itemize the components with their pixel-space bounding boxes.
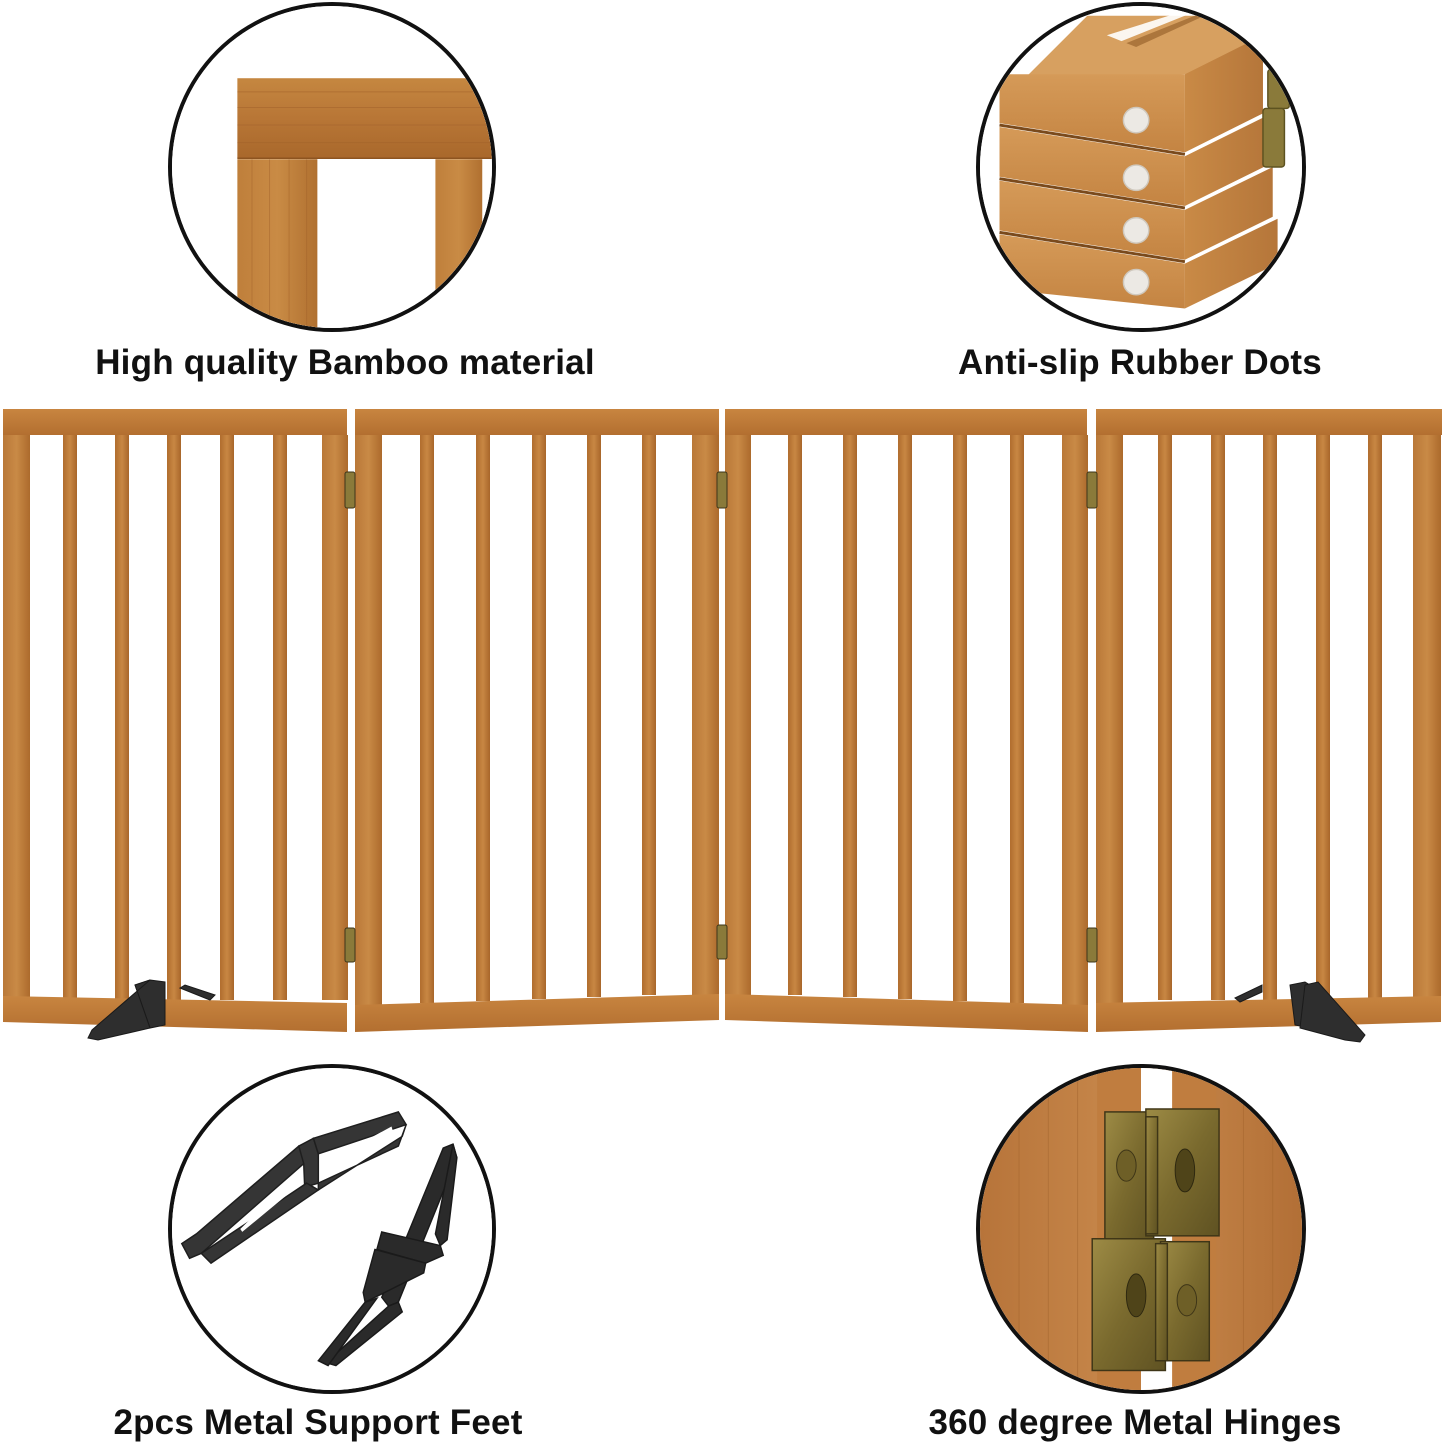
support-foot-right-icon — [1234, 981, 1366, 1043]
rubber-dot-closeup-icon — [980, 6, 1302, 328]
gate-panel-1 — [3, 409, 348, 1032]
feature-caption-bamboo: High quality Bamboo material — [95, 343, 595, 382]
bamboo-material-callout — [168, 2, 496, 332]
rubber-dots-callout — [976, 2, 1306, 332]
feature-caption-hinges: 360 degree Metal Hinges — [928, 1403, 1342, 1442]
metal-feet-closeup-icon — [172, 1068, 492, 1390]
folding-pet-gate-illustration — [3, 409, 1442, 1043]
feature-caption-rubber-dots: Anti-slip Rubber Dots — [958, 343, 1322, 382]
gate-panel-3 — [725, 409, 1088, 1032]
bamboo-frame-closeup-icon — [172, 6, 492, 328]
metal-hinge-closeup-icon — [980, 1068, 1302, 1390]
gate-panel-4 — [1096, 409, 1442, 1032]
metal-hinges-callout — [976, 1064, 1306, 1394]
support-foot-left-icon — [87, 979, 216, 1041]
hinge-icon — [344, 471, 1098, 963]
gate-panel-2 — [355, 409, 719, 1032]
feature-caption-support-feet: 2pcs Metal Support Feet — [113, 1403, 523, 1442]
support-feet-callout — [168, 1064, 496, 1394]
